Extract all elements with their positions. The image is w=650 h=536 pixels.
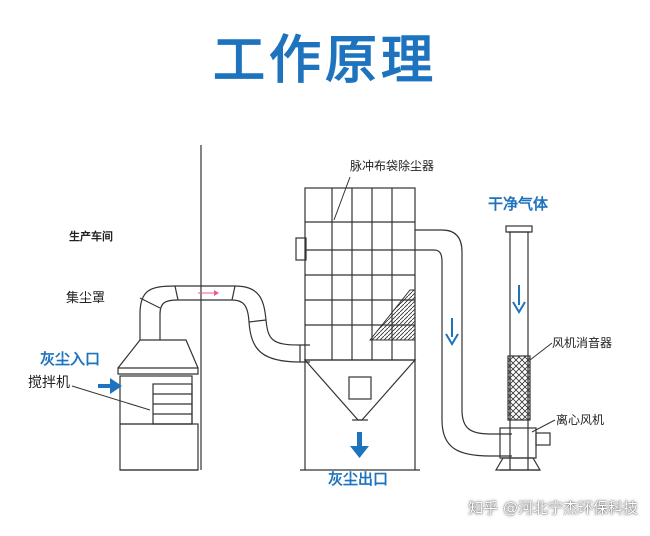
label-dust-hood: 集尘罩 <box>66 291 106 306</box>
outlet-duct <box>415 229 512 457</box>
inlet-arrow <box>98 378 122 394</box>
label-fan-silencer: 风机消音器 <box>552 336 613 350</box>
page-title: 工作原理 <box>212 31 437 91</box>
label-dust-outlet: 灰尘出口 <box>328 470 389 488</box>
label-mixer: 搅拌机 <box>28 375 70 391</box>
label-clean-gas: 干净气体 <box>488 195 549 213</box>
leader-lines <box>71 176 556 433</box>
label-workshop: 生产车间 <box>69 230 113 243</box>
mixer-machine <box>119 375 199 471</box>
centrifugal-fan <box>494 427 551 471</box>
inlet-duct <box>139 285 310 363</box>
dust-outlet-arrow <box>350 432 369 458</box>
label-centrifugal-fan: 离心风机 <box>556 413 605 427</box>
filter-bag-hatch <box>368 289 416 341</box>
dust-hood <box>117 314 199 375</box>
clean-gas-down-arrow <box>512 285 526 314</box>
watermark: 知乎 @河北宁杰环保科技 <box>468 499 638 517</box>
duct-down-arrow <box>445 318 459 346</box>
flow-arrows <box>98 285 526 458</box>
label-bag-filter: 脉冲布袋除尘器 <box>350 159 435 173</box>
label-dust-inlet: 灰尘入口 <box>40 350 101 368</box>
silencer-mesh <box>507 355 531 421</box>
